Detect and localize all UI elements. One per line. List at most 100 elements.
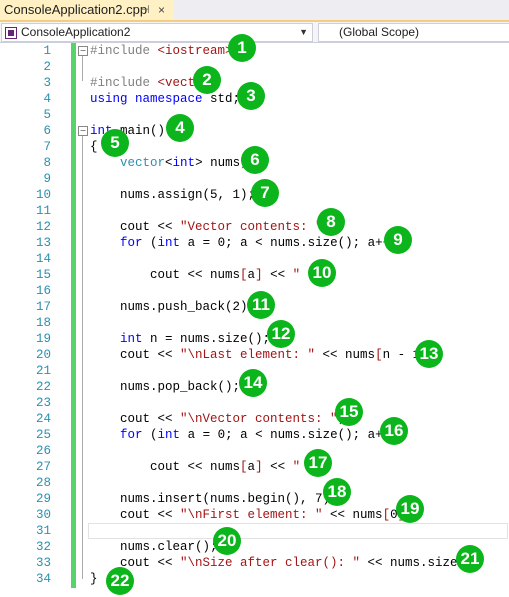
annotation-badge: 20 [213,527,241,555]
annotation-badge: 5 [101,129,129,157]
line-number: 29 [35,492,51,506]
code-line[interactable]: 7{ [0,139,509,155]
code-line[interactable]: 31 [0,523,509,539]
code-line[interactable]: 19 int n = nums.size(); [0,331,509,347]
current-line-highlight [88,523,508,539]
code-line[interactable]: 34} [0,571,509,587]
code-line[interactable]: 21 [0,363,509,379]
annotation-badge: 6 [241,146,269,174]
line-number: 3 [43,76,51,90]
line-code: cout << "\nVector contents: "; [90,412,345,426]
line-code: using namespace std; [90,92,241,106]
line-number: 32 [35,540,51,554]
annotation-badge: 18 [323,478,351,506]
scope-dropdown[interactable]: (Global Scope) [318,23,509,42]
chevron-down-icon: ▼ [299,27,308,37]
line-number: 10 [35,188,51,202]
line-code: nums.clear(); [90,540,218,554]
code-line[interactable]: 4 using namespace std; [0,91,509,107]
annotation-badge: 3 [237,82,265,110]
annotation-badge: 12 [267,320,295,348]
annotation-badge: 13 [415,340,443,368]
code-line[interactable]: 5 [0,107,509,123]
code-line[interactable]: 15 cout << nums[a] << " "; [0,267,509,283]
cpp-project-icon [5,27,17,39]
annotation-badge: 21 [456,545,484,573]
code-line[interactable]: 13 for (int a = 0; a < nums.size(); a++) [0,235,509,251]
line-number: 2 [43,60,51,74]
outline-line [82,136,83,579]
line-number: 5 [43,108,51,122]
collapse-icon[interactable]: − [78,126,88,136]
line-code: cout << nums[a] << " "; [90,460,323,474]
annotation-badge: 16 [380,417,408,445]
line-number: 4 [43,92,51,106]
outline-line [82,56,83,81]
line-code: nums.push_back(2); [90,300,256,314]
code-line[interactable]: 17 nums.push_back(2); [0,299,509,315]
line-number: 17 [35,300,51,314]
line-number: 19 [35,332,51,346]
line-code: cout << nums[a] << " "; [90,268,323,282]
line-number: 31 [35,524,51,538]
annotation-badge: 2 [193,66,221,94]
line-code: for (int a = 0; a < nums.size(); a++) [120,236,398,250]
change-tracking-bar [71,43,76,588]
project-dropdown[interactable]: ConsoleApplication2 ▼ [1,23,313,42]
line-number: 20 [35,348,51,362]
code-line[interactable]: 29 nums.insert(nums.begin(), 7); [0,491,509,507]
annotation-badge: 15 [335,398,363,426]
annotation-badge: 11 [247,291,275,319]
code-line[interactable]: 22 nums.pop_back(); [0,379,509,395]
line-code: cout << "\nSize after clear(): " << nums… [90,556,481,570]
code-line[interactable]: 12 cout << "Vector contents: "; [0,219,509,235]
code-line[interactable]: 30 cout << "\nFirst element: " << nums[0… [0,507,509,523]
annotation-badge: 4 [166,114,194,142]
line-number: 16 [35,284,51,298]
line-number: 26 [35,444,51,458]
code-line[interactable]: 27 cout << nums[a] << " "; [0,459,509,475]
file-tab[interactable]: ConsoleApplication2.cpp ⊣ × [0,0,174,20]
code-line[interactable]: 16 [0,283,509,299]
scope-name: (Global Scope) [339,25,420,39]
annotation-badge: 9 [384,226,412,254]
line-code: vector<int> nums; [120,156,248,170]
annotation-badge: 8 [317,208,345,236]
annotation-badge: 10 [308,259,336,287]
code-line[interactable]: 1#include <iostream> [0,43,509,59]
line-number: 11 [35,204,51,218]
code-line[interactable]: 14 [0,251,509,267]
code-line[interactable]: 9 [0,171,509,187]
code-line[interactable]: 2 [0,59,509,75]
code-line[interactable]: 26 [0,443,509,459]
code-line[interactable]: 8 vector<int> nums; [0,155,509,171]
code-line[interactable]: 18 [0,315,509,331]
line-number: 33 [35,556,51,570]
annotation-badge: 22 [106,567,134,595]
project-name: ConsoleApplication2 [21,25,131,39]
code-line[interactable]: 32 nums.clear(); [0,539,509,555]
line-number: 27 [35,460,51,474]
document-tab-strip: ConsoleApplication2.cpp ⊣ × [0,0,509,22]
line-code: nums.assign(5, 1); [90,188,256,202]
line-code: cout << "\nFirst element: " << nums[0]; [90,508,413,522]
line-number: 1 [43,44,51,58]
code-line[interactable]: 25 for (int a = 0; a < nums.size(); a++) [0,427,509,443]
close-icon[interactable]: × [158,3,166,17]
line-code: nums.pop_back(); [90,380,241,394]
code-line[interactable]: 28 [0,475,509,491]
annotation-badge: 1 [228,34,256,62]
collapse-icon[interactable]: − [78,46,88,56]
line-number: 23 [35,396,51,410]
line-number: 28 [35,476,51,490]
annotation-badge: 7 [251,179,279,207]
code-line[interactable]: 24 cout << "\nVector contents: "; [0,411,509,427]
line-number: 14 [35,252,51,266]
pin-icon[interactable]: ⊣ [140,4,150,16]
code-line[interactable]: 23 [0,395,509,411]
code-line[interactable]: 11 [0,203,509,219]
code-line[interactable]: 10 nums.assign(5, 1); [0,187,509,203]
code-line[interactable]: 33 cout << "\nSize after clear(): " << n… [0,555,509,571]
